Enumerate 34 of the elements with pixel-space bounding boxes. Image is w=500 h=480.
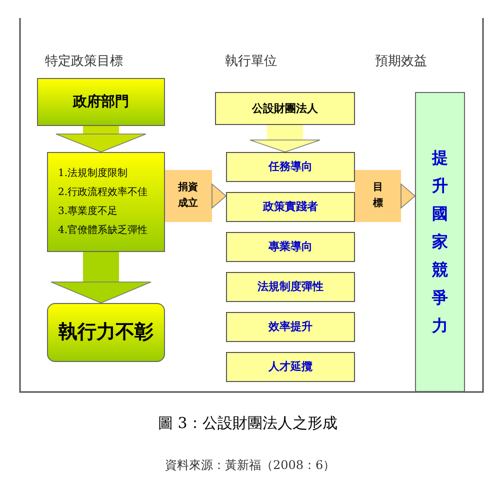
process-box: [226, 152, 355, 182]
outcome-box: [415, 92, 465, 392]
process-box: [226, 312, 355, 342]
box-label: 提升國家競爭力: [432, 147, 448, 337]
process-box: [37, 78, 165, 126]
box-label: 效率提升: [268, 320, 312, 334]
list-item: 4.官僚體系缺乏彈性: [58, 224, 148, 238]
box-label: 專業導向: [268, 240, 312, 254]
process-box: [47, 152, 165, 252]
list-item: 2.行政流程效率不佳: [58, 186, 148, 200]
box-label: 人才延攬: [268, 360, 312, 374]
block-arrow: [50, 252, 152, 304]
column-heading: 預期效益: [375, 53, 427, 70]
block-arrow: [56, 126, 146, 152]
box-label: 執行力不彰: [58, 321, 154, 344]
process-box: [226, 352, 355, 382]
column-heading: 特定政策目標: [45, 53, 123, 70]
figure-caption: 圖 3：公設財團法人之形成: [158, 414, 338, 433]
block-arrow: [355, 170, 416, 222]
process-box: [215, 92, 355, 125]
box-label: 任務導向: [268, 160, 312, 174]
list-item: 1.法規制度限制: [58, 166, 128, 181]
process-box: [226, 272, 355, 302]
box-label: 政策實踐者: [263, 200, 318, 214]
list-item: 3.專業度不足: [58, 204, 118, 219]
block-arrow: [165, 170, 226, 222]
result-box: [47, 303, 165, 362]
process-box: [226, 232, 355, 262]
box-label: 政府部門: [73, 94, 129, 110]
process-box: [226, 192, 355, 222]
column-heading: 執行單位: [225, 53, 277, 70]
box-label: 法規制度彈性: [258, 280, 324, 294]
box-label: 公設財團法人: [252, 102, 318, 116]
source-note: 資料來源：黃新福（2008：6）: [165, 457, 336, 474]
